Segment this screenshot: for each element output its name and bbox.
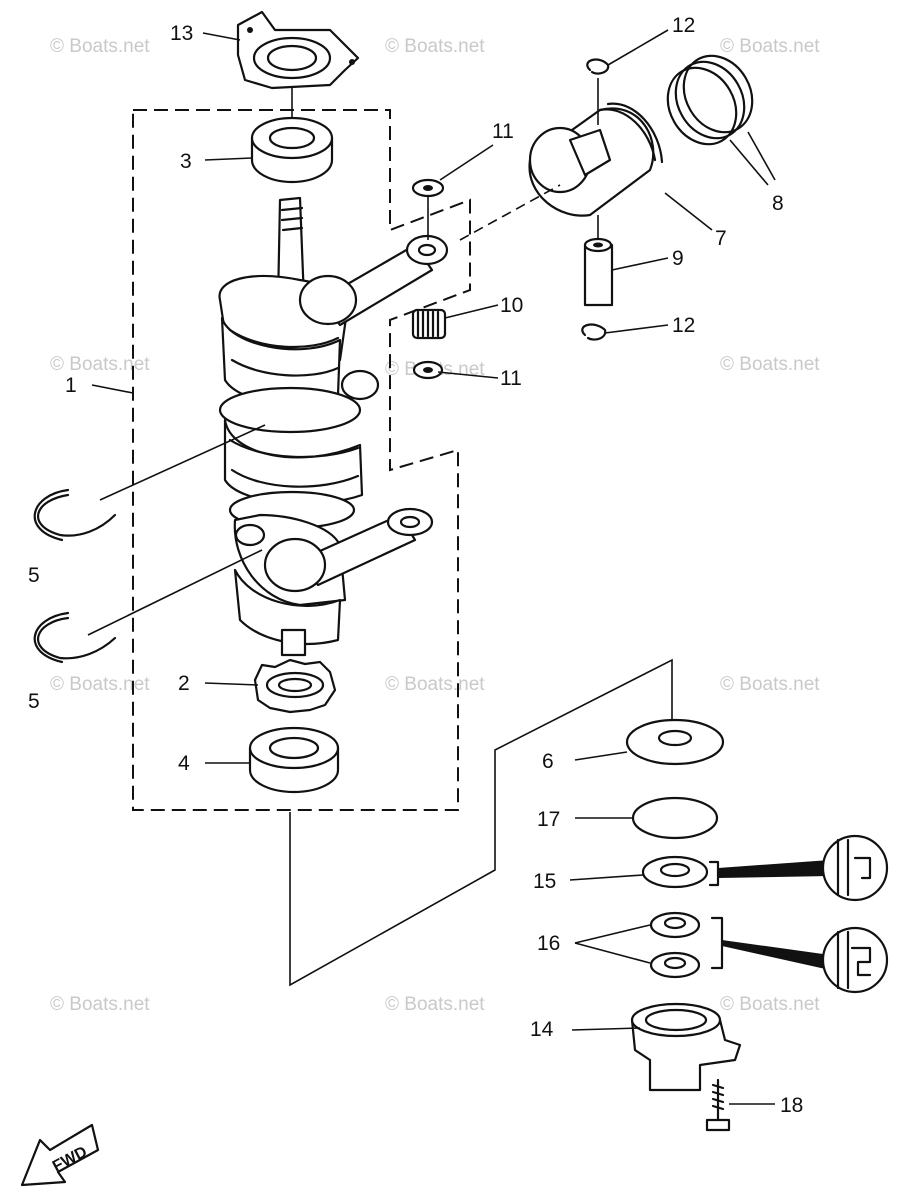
watermark: © Boats.net — [385, 994, 485, 1015]
part-3-bearing — [250, 116, 334, 184]
part-16-oil-seal-lower — [649, 951, 701, 979]
bottom-bracket — [289, 658, 673, 987]
watermark: © Boats.net — [720, 994, 820, 1015]
callout-5-lower: 5 — [28, 690, 40, 713]
watermark: © Boats.net — [385, 36, 485, 57]
part-12-circlip-top — [586, 58, 610, 75]
part-18-bolt — [705, 1078, 731, 1132]
part-4-bearing — [248, 726, 340, 794]
callout-10: 10 — [500, 294, 523, 317]
callout-12-bottom: 12 — [672, 314, 695, 337]
part-2-seal-ring — [253, 658, 337, 714]
seal-detail-16 — [710, 916, 889, 994]
callout-17: 17 — [537, 808, 560, 831]
part-7-piston — [528, 102, 664, 217]
watermark: © Boats.net — [720, 674, 820, 695]
callout-11-bottom: 11 — [500, 367, 522, 390]
seal-detail-15 — [708, 834, 889, 902]
leader-lines — [91, 29, 776, 1105]
part-5-ring-upper — [33, 488, 117, 542]
callout-4: 4 — [178, 752, 190, 775]
fwd-arrow-icon: FWD — [20, 1123, 100, 1187]
callout-2: 2 — [178, 672, 190, 695]
callout-5-upper: 5 — [28, 564, 40, 587]
crankshaft-assembly — [218, 196, 449, 657]
callout-12-top: 12 — [672, 14, 695, 37]
callout-labels: 13 3 1 5 5 2 4 11 12 8 7 9 10 12 11 6 17… — [28, 14, 803, 1117]
watermark: © Boats.net — [385, 674, 485, 695]
part-17-o-ring — [631, 796, 719, 840]
callout-9: 9 — [672, 247, 684, 270]
callout-1: 1 — [65, 374, 77, 397]
part-8-piston-rings — [666, 54, 754, 146]
watermark: © Boats.net — [50, 674, 150, 695]
watermark: © Boats.net — [50, 994, 150, 1015]
part-10-needle-bearing — [411, 308, 447, 340]
part-11-washer-top — [411, 178, 445, 198]
part-9-piston-pin — [583, 237, 614, 307]
part-6-washer — [625, 718, 725, 766]
part-12-circlip-bottom — [581, 323, 607, 341]
callout-13: 13 — [170, 22, 193, 45]
assembly-boundary — [132, 109, 471, 811]
part-15-oil-seal — [641, 855, 709, 889]
part-11-washer-bottom — [412, 360, 444, 380]
watermark: © Boats.net — [720, 36, 820, 57]
callout-18: 18 — [780, 1094, 803, 1117]
part-14-seal-housing — [630, 1002, 742, 1092]
part-16-oil-seal-upper — [649, 911, 701, 939]
part-13-seal-plate — [236, 10, 360, 90]
part-5-ring-lower — [33, 611, 117, 664]
callout-3: 3 — [180, 150, 192, 173]
watermark: © Boats.net — [50, 36, 150, 57]
callout-16: 16 — [537, 932, 560, 955]
watermark: © Boats.net — [720, 354, 820, 375]
callout-14: 14 — [530, 1018, 554, 1041]
callout-6: 6 — [542, 750, 554, 773]
callout-7: 7 — [715, 227, 727, 250]
callout-8: 8 — [772, 192, 784, 215]
watermark: © Boats.net — [50, 354, 150, 375]
callout-11-top: 11 — [492, 120, 514, 143]
watermarks: © Boats.net © Boats.net © Boats.net © Bo… — [50, 36, 820, 1015]
callout-15: 15 — [533, 870, 556, 893]
